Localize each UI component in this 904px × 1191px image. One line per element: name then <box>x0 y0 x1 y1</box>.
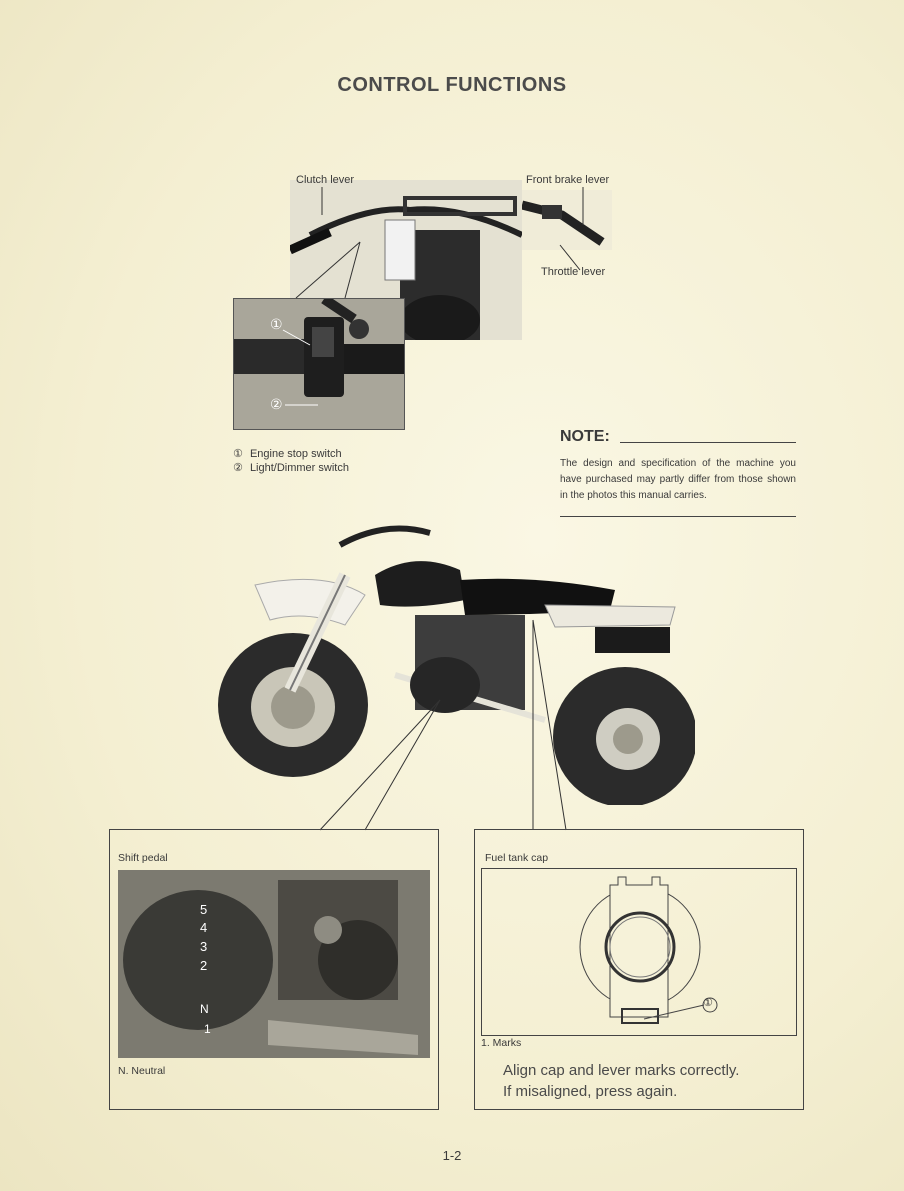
throttle-lever-label: Throttle lever <box>541 266 606 278</box>
shift-pedal-title: Shift pedal <box>118 852 168 864</box>
note-box: NOTE: The design and specification of th… <box>560 428 796 517</box>
note-rule <box>619 442 796 443</box>
legend-text: Light/Dimmer switch <box>249 462 349 474</box>
shift-pedal-panel: Shift pedal 5 4 3 2 N 1 N. Neutral <box>109 829 439 1110</box>
fuel-tank-cap-panel: Fuel tank cap ① 1. Marks Align cap and l… <box>474 829 804 1110</box>
switch-illustration <box>234 299 404 429</box>
gear-5: 5 <box>200 902 208 917</box>
atv-illustration <box>218 525 697 807</box>
atv-photo <box>215 515 697 807</box>
fuel-tank-cap-title: Fuel tank cap <box>485 852 549 864</box>
note-heading: NOTE: <box>560 428 610 445</box>
engine-illustration <box>118 870 430 1058</box>
marks-callout: ① <box>703 997 713 1009</box>
right-grip-illustration <box>522 200 605 246</box>
clutch-lever-label: Clutch lever <box>296 174 355 186</box>
note-end-rule <box>560 516 796 517</box>
legend-item-light-dimmer: ② Light/Dimmer switch <box>233 461 349 474</box>
gear-2: 2 <box>200 958 208 973</box>
front-brake-lever-label: Front brake lever <box>526 174 610 186</box>
page-title: CONTROL FUNCTIONS <box>337 74 567 96</box>
inset-callout-1: ① <box>270 316 283 332</box>
neutral-footnote: N. Neutral <box>118 1065 166 1077</box>
cap-caution-line-2: If misaligned, press again. <box>503 1083 678 1100</box>
shift-pedal-photo: 5 4 3 2 N 1 <box>118 870 430 1058</box>
legend-text: Engine stop switch <box>249 448 342 460</box>
marks-footnote: 1. Marks <box>481 1037 522 1049</box>
legend-number: ① <box>233 448 243 460</box>
fuel-cap-diagram: ① <box>481 868 797 1036</box>
gear-3: 3 <box>200 939 208 954</box>
note-text: The design and specification of the mach… <box>560 458 796 501</box>
gear-neutral: N <box>200 1002 209 1016</box>
cap-caution-line-1: Align cap and lever marks correctly. <box>503 1062 740 1079</box>
legend-number: ② <box>233 462 243 474</box>
switch-inset-photo <box>233 298 405 430</box>
gear-1: 1 <box>204 1022 211 1036</box>
page-number: 1-2 <box>442 1148 462 1163</box>
note-heading-row: NOTE: <box>560 428 796 446</box>
legend-item-engine-stop: ① Engine stop switch <box>233 447 342 460</box>
fuel-cap-drawing <box>579 876 718 1024</box>
handlebar-right-photo <box>522 190 612 250</box>
inset-callout-2: ② <box>270 396 283 412</box>
gear-4: 4 <box>200 920 208 935</box>
